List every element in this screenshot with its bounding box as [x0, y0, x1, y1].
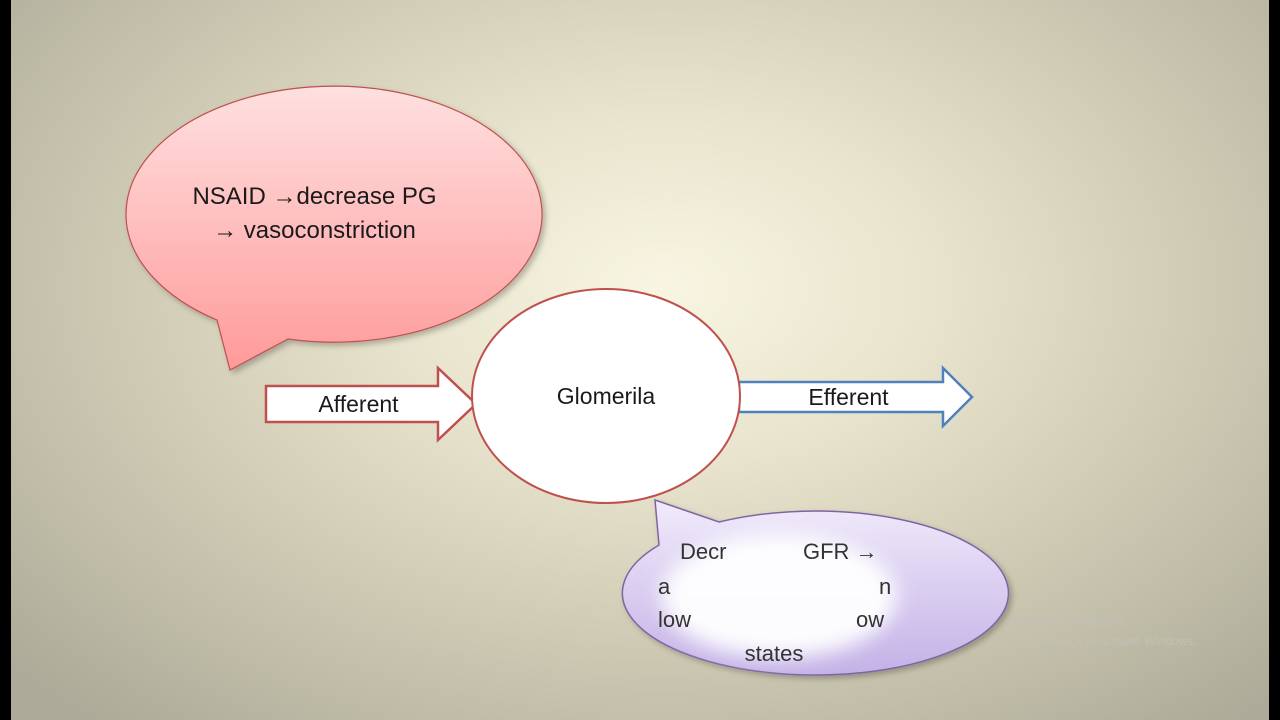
callout-bottom-line4: states	[744, 641, 804, 666]
afferent-arrow	[264, 365, 478, 443]
slide-canvas: NSAID →decrease PG → vasoconstriction Af…	[11, 0, 1269, 720]
callout-bottom-line3-start: low	[658, 607, 692, 632]
callout-top-line1: NSAID →decrease PG	[192, 183, 437, 210]
efferent-label: Efferent	[808, 384, 889, 410]
callout-bottom-line1-start: Decr	[680, 539, 727, 564]
callout-top-bubble	[125, 85, 543, 371]
callout-bottom-line3-end: ow	[856, 607, 885, 632]
callout-top-line2: → vasoconstriction	[213, 217, 416, 244]
callout-bottom-line1-end: GFR →	[803, 539, 878, 564]
watermark-subtitle: Go to Settings to activate Windows.	[1007, 634, 1197, 648]
efferent-arrow	[737, 364, 974, 430]
redaction-blur	[661, 534, 897, 658]
afferent-label: Afferent	[318, 391, 399, 417]
glomerulus-label: Glomerila	[556, 383, 656, 409]
glomerulus-circle	[471, 288, 741, 504]
watermark-title: Activate Windows	[1007, 612, 1126, 629]
callout-bottom-line2-end: n	[879, 574, 892, 599]
callout-bottom-line2-start: a	[658, 574, 671, 599]
callout-top-text: NSAID →decrease PG → vasoconstriction	[161, 180, 468, 248]
diagram	[125, 85, 1010, 676]
